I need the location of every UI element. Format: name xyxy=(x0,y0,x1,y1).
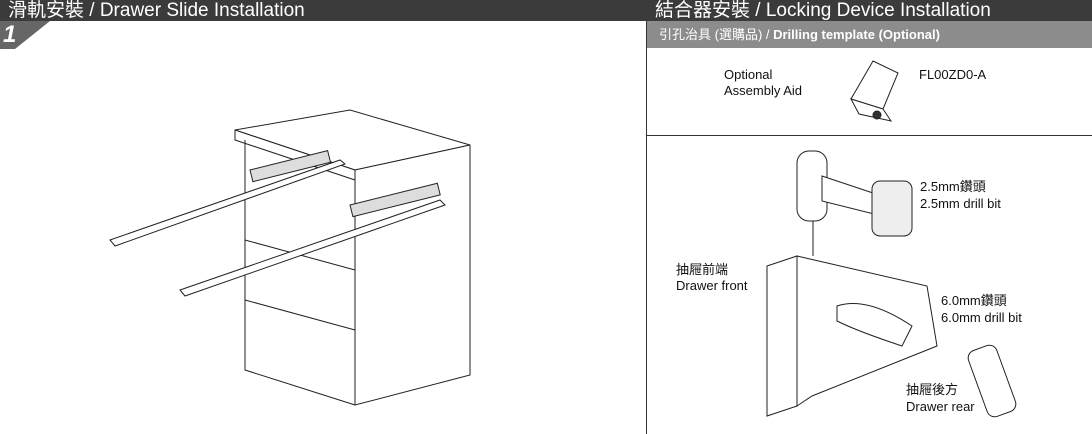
subheader-en: Drilling template (Optional) xyxy=(773,27,940,42)
drilling-template-subheader: 引孔治具 (選購品) / Drilling template (Optional… xyxy=(647,21,1092,48)
header-bar xyxy=(0,0,1092,21)
bit1-en: 2.5mm drill bit xyxy=(920,196,1001,211)
part-number: FL00ZD0-A xyxy=(919,67,987,82)
bit2-zh: 6.0mm鑽頭 xyxy=(941,293,1007,308)
subheader-zh: 引孔治具 (選購品) / xyxy=(659,27,774,42)
right-section-title: 結合器安裝 / Locking Device Installation xyxy=(655,0,991,21)
drilling-illustration xyxy=(766,150,1017,418)
bit2-en: 6.0mm drill bit xyxy=(941,310,1022,325)
locking-device-panel: 引孔治具 (選購品) / Drilling template (Optional… xyxy=(646,21,1092,434)
aid-label-line2: Assembly Aid xyxy=(724,83,803,98)
aid-label-line1: Optional xyxy=(724,67,773,82)
drawer-rear-en: Drawer rear xyxy=(906,399,975,414)
section-divider xyxy=(647,135,1092,136)
left-section-title: 滑軌安裝 / Drawer Slide Installation xyxy=(8,0,305,21)
drawer-front-en: Drawer front xyxy=(676,278,748,293)
bit1-zh: 2.5mm鑽頭 xyxy=(920,179,986,194)
drilling-template-image xyxy=(849,60,899,122)
cabinet-slide-illustration xyxy=(109,109,471,406)
step-number: 1 xyxy=(0,21,50,49)
drawer-front-zh: 抽屜前端 xyxy=(676,262,729,277)
drawer-rear-zh: 抽屜後方 xyxy=(906,382,959,397)
